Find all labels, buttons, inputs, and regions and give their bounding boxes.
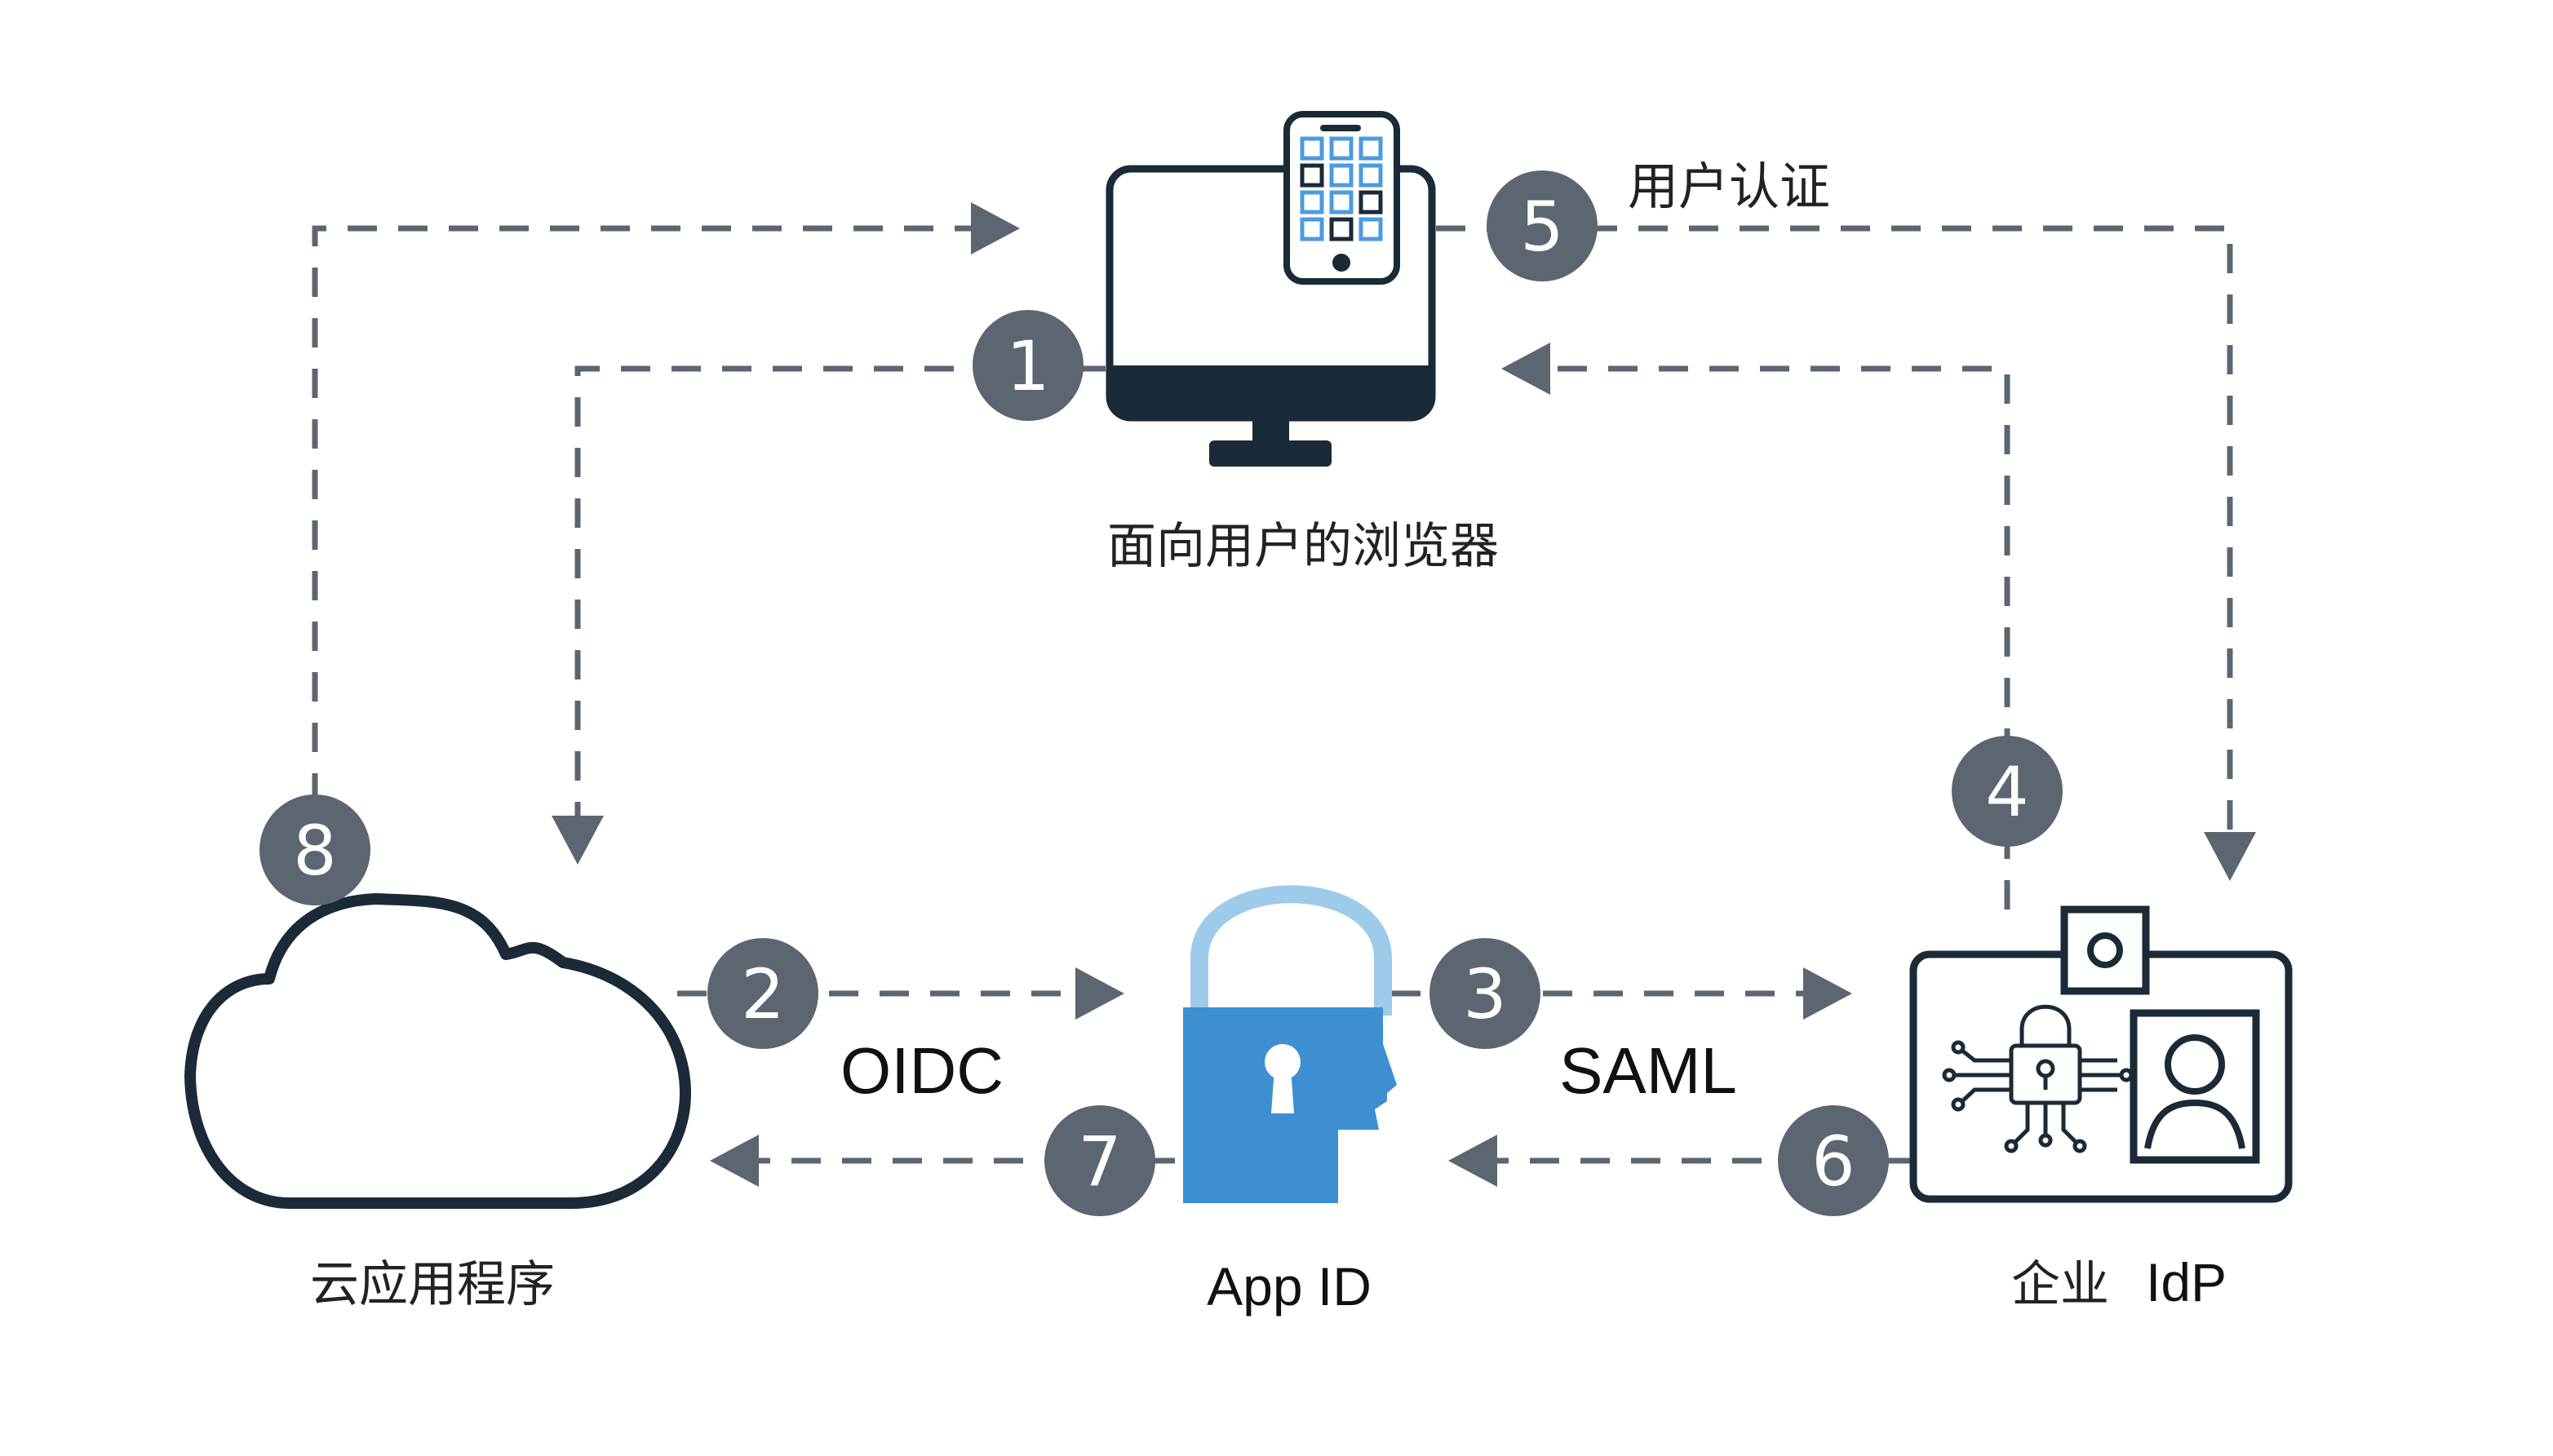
step-badge-1: 1 <box>973 310 1084 421</box>
step-badge-8: 8 <box>259 794 370 905</box>
svg-text:3: 3 <box>1463 954 1506 1034</box>
svg-text:7: 7 <box>1078 1122 1121 1202</box>
connector-step-4 <box>1542 365 2010 909</box>
cloud-icon <box>184 893 691 1209</box>
arrowhead-to-idp <box>2204 832 2256 881</box>
connector-step-8 <box>312 225 983 954</box>
idp-label-zh: 企业 <box>2011 1256 2109 1313</box>
connector-step-1 <box>574 365 1106 824</box>
svg-text:6: 6 <box>1811 1122 1855 1202</box>
arrowhead-to-appid <box>1075 967 1124 1020</box>
svg-text:8: 8 <box>293 811 336 891</box>
cloud-app-label: 云应用程序 <box>310 1256 555 1313</box>
arrowhead-to-browser-left <box>971 202 1020 254</box>
oidc-label: OIDC <box>840 1034 1004 1107</box>
arrowhead-to-cloud-return <box>710 1135 759 1187</box>
monitor-with-phone-icon <box>1106 111 1436 467</box>
step-badge-2: 2 <box>707 938 818 1049</box>
arrowhead-to-cloud <box>552 816 604 865</box>
user-auth-label: 用户认证 <box>1628 157 1830 216</box>
step-badge-7: 7 <box>1044 1105 1155 1216</box>
svg-text:1: 1 <box>1006 326 1049 406</box>
id-card-icon <box>1909 905 2293 1203</box>
svg-text:5: 5 <box>1520 187 1563 267</box>
connector-step-5 <box>1436 225 2233 840</box>
app-id-label: App ID <box>1207 1256 1372 1317</box>
arrowhead-to-appid-return <box>1448 1135 1497 1187</box>
saml-label: SAML <box>1559 1034 1737 1107</box>
step-badge-5: 5 <box>1487 170 1598 281</box>
arrowhead-to-browser-right <box>1501 343 1550 395</box>
svg-text:2: 2 <box>741 954 784 1034</box>
arrowhead-to-idp-saml <box>1803 967 1852 1020</box>
step-badge-3: 3 <box>1429 938 1540 1049</box>
svg-text:4: 4 <box>1985 752 2028 832</box>
browser-label: 面向用户的浏览器 <box>1107 518 1499 575</box>
idp-label-en: IdP <box>2146 1252 2227 1312</box>
padlock-head-icon <box>1183 885 1397 1203</box>
step-badge-4: 4 <box>1952 736 2063 847</box>
step-badge-6: 6 <box>1778 1105 1889 1216</box>
